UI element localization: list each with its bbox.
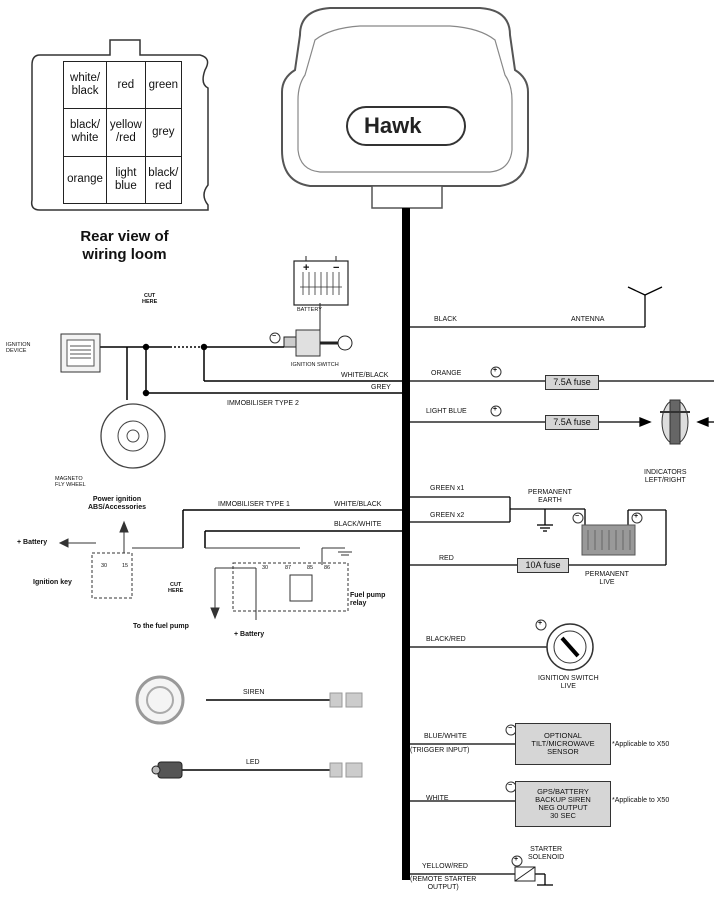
loom-row: black/ white yellow /red grey: [62, 108, 183, 157]
blue-white-wire-label: BLUE/WHITE: [424, 733, 467, 740]
relay-pin-30a: 30: [101, 563, 108, 569]
cut-here-label: CUT HERE: [142, 293, 158, 306]
ignition-device-label: IGNITION DEVICE: [6, 342, 31, 355]
fuse-red: 10A fuse: [517, 558, 569, 573]
permanent-earth-label: PERMANENT EARTH: [528, 489, 572, 504]
to-fuel-pump-label: To the fuel pump: [133, 623, 189, 630]
connector-plugs: [329, 692, 363, 778]
minus-sign: −: [508, 725, 513, 732]
motorbike-icon: [660, 399, 690, 445]
relay-pin-87: 87: [285, 565, 292, 571]
loom-cell: green: [144, 60, 183, 110]
loom-cell: light blue: [106, 155, 146, 205]
power-ignition-label: Power ignition ABS/Accessories: [88, 496, 146, 511]
ignition-live-switch: [546, 623, 594, 671]
brand-logo: Hawk: [364, 113, 422, 138]
relay-pin-30: 30: [262, 565, 269, 571]
ignition-key-label: Ignition key: [33, 579, 72, 586]
plus-battery-label: + Battery: [17, 539, 48, 546]
immobiliser-type2-label: IMMOBILISER TYPE 2: [227, 400, 299, 407]
gps-backup-box: GPS/BATTERY BACKUP SIREN NEG OUTPUT 30 S…: [515, 781, 611, 827]
black-wire-label: BLACK: [434, 316, 457, 323]
tilt-sensor-box: OPTIONAL TILT/MICROWAVE SENSOR: [515, 723, 611, 765]
battery-symbol: [293, 256, 349, 306]
applicable-x50-1: *Applicable to X50: [612, 741, 670, 748]
starter-solenoid: [514, 866, 536, 882]
ignition-device: [60, 333, 101, 373]
light-blue-wire-label: LIGHT BLUE: [426, 408, 467, 415]
battery-label: BATTERY: [297, 307, 322, 313]
grey-label: GREY: [371, 384, 391, 391]
fuel-pump-relay-label: Fuel pump relay: [350, 592, 386, 607]
permanent-battery: [581, 524, 636, 556]
ignition-switch-label: IGNITION SWITCH: [291, 362, 339, 368]
immobiliser-type1-label: IMMOBILISER TYPE 1: [218, 501, 290, 508]
plus-sign: +: [538, 620, 543, 627]
relay-pin-85: 85: [307, 565, 314, 571]
loom-row: orange light blue black/ red: [62, 155, 183, 205]
loom-row: white/ black red green: [62, 60, 183, 110]
led-label: LED: [246, 759, 260, 766]
indicators-label: INDICATORS LEFT/RIGHT: [644, 469, 687, 484]
battery-minus: −: [333, 262, 340, 274]
remote-starter-label: (REMOTE STARTER OUTPUT): [410, 876, 477, 891]
battery-plus: +: [303, 262, 310, 274]
hawk-unit: [281, 7, 529, 209]
minus-sign: −: [272, 333, 277, 340]
plus-sign: +: [514, 856, 519, 863]
relay-pin-15: 15: [122, 563, 129, 569]
ignition-switch-symbol: [283, 303, 353, 357]
relay-pin-86: 86: [324, 565, 331, 571]
siren-label: SIREN: [243, 689, 265, 696]
ignition-switch-live-label: IGNITION SWITCH LIVE: [538, 675, 599, 690]
green-x2-label: GREEN x2: [430, 512, 465, 519]
starter-solenoid-label: STARTER SOLENOID: [528, 846, 565, 861]
trigger-input-label: (TRIGGER INPUT): [410, 747, 470, 754]
led-device: [151, 761, 183, 779]
loom-pin-grid: white/ black red green black/ white yell…: [62, 60, 183, 205]
left-wiring: [100, 343, 402, 771]
loom-cell: grey: [144, 108, 183, 157]
green-x1-label: GREEN x1: [430, 485, 465, 492]
plus-sign: +: [634, 513, 639, 520]
siren-device: [135, 675, 185, 725]
plus-sign: +: [493, 367, 498, 374]
loom-cell: yellow /red: [106, 108, 146, 157]
cut-here-label-2: CUT HERE: [168, 582, 184, 595]
permanent-live-label: PERMANENT LIVE: [585, 571, 629, 586]
red-wire-label: RED: [439, 555, 454, 562]
relay-section: [58, 520, 352, 620]
white-black-label: WHITE/BLACK: [341, 372, 389, 379]
loom-title-1: Rear view of: [80, 228, 169, 245]
antenna-label: ANTENNA: [571, 316, 605, 323]
minus-sign: −: [508, 782, 513, 789]
magneto-label: MAGNETO FLY WHEEL: [55, 476, 86, 489]
right-wiring: [410, 286, 714, 886]
loom-cell: orange: [62, 155, 108, 205]
black-white-label: BLACK/WHITE: [334, 521, 382, 528]
loom-cell: black/ red: [144, 155, 183, 205]
plus-sign: +: [493, 406, 498, 413]
white-wire-label: WHITE: [426, 795, 449, 802]
magneto-flywheel: [100, 403, 166, 469]
loom-cell: white/ black: [62, 60, 108, 110]
minus-sign: −: [575, 513, 580, 520]
yellow-red-wire-label: YELLOW/RED: [422, 863, 468, 870]
white-black-label-2: WHITE/BLACK: [334, 501, 382, 508]
fuse-orange: 7.5A fuse: [545, 375, 599, 390]
loom-cell: red: [106, 60, 146, 110]
loom-title-2: wiring loom: [82, 246, 167, 263]
orange-wire-label: ORANGE: [431, 370, 462, 377]
black-red-wire-label: BLACK/RED: [426, 636, 466, 643]
fuse-light-blue: 7.5A fuse: [545, 415, 599, 430]
applicable-x50-2: *Applicable to X50: [612, 797, 670, 804]
plus-battery-label-2: + Battery: [234, 631, 265, 638]
loom-cell: black/ white: [62, 108, 108, 157]
